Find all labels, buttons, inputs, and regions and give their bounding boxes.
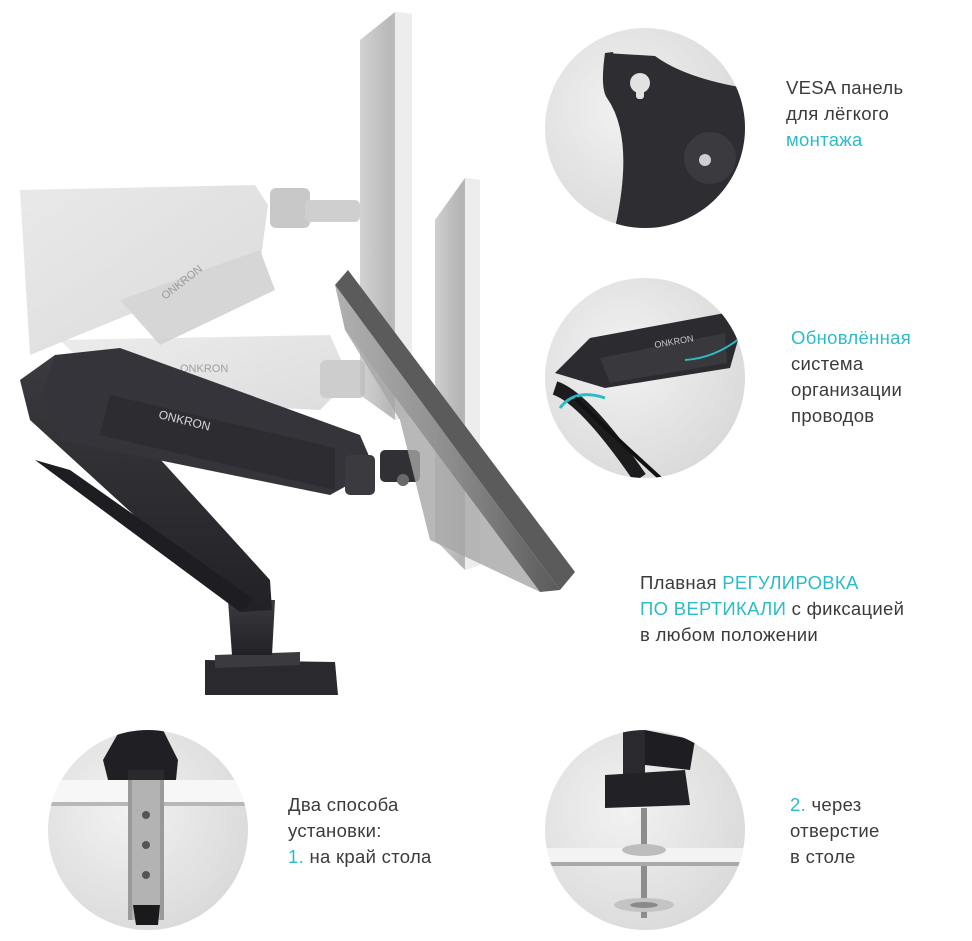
main-arm: ONKRON <box>20 348 420 695</box>
vesa-caption: VESA панель для лёгкого монтажа <box>786 75 903 153</box>
vesa-line-3: монтажа <box>786 129 863 150</box>
desk-clamp-photo <box>48 730 248 930</box>
cable-line-1: Обновлённая <box>791 327 912 348</box>
front-monitor <box>335 270 575 592</box>
grommet-line-1: 2. через <box>790 794 862 815</box>
ghost-arm-upper <box>20 185 360 355</box>
clamp-line-3: 1. на край стола <box>288 846 432 867</box>
desk-clamp-icon <box>48 730 248 925</box>
cable-line-4: проводов <box>791 405 875 426</box>
ghost-logo-middle: ONKRON <box>180 363 228 375</box>
height-caption: Плавная РЕГУЛИРОВКА ПО ВЕРТИКАЛИ с фикса… <box>640 570 904 648</box>
clamp-caption: Два способа установки: 1. на край стола <box>288 792 432 870</box>
vesa-line-1: VESA панель <box>786 77 904 98</box>
vesa-line-2: для лёгкого <box>786 103 890 124</box>
cable-management-photo: ONKRON <box>545 278 745 478</box>
grommet-line-2: отверстие <box>790 820 880 841</box>
height-line-3: в любом положении <box>640 624 819 645</box>
height-line-1: Плавная РЕГУЛИРОВКА <box>640 572 859 593</box>
clamp-line-2: установки: <box>288 820 382 841</box>
grommet-caption: 2. через отверстие в столе <box>790 792 880 870</box>
cable-line-3: организации <box>791 379 903 400</box>
grommet-line-3: в столе <box>790 846 856 867</box>
vesa-plate-photo <box>545 28 745 228</box>
monitor-arm-hero: ONKRON ONKRON ONKRON <box>0 0 600 710</box>
height-line-2: ПО ВЕРТИКАЛИ с фиксацией <box>640 598 905 619</box>
cable-channel-icon: ONKRON <box>552 313 741 478</box>
vesa-plate-icon <box>602 52 745 228</box>
clamp-line-1: Два способа <box>288 794 399 815</box>
grommet-mount-icon <box>545 730 745 918</box>
cable-line-2: система <box>791 353 864 374</box>
grommet-mount-photo <box>545 730 745 930</box>
cable-caption: Обновлённая система организации проводов <box>791 325 911 429</box>
